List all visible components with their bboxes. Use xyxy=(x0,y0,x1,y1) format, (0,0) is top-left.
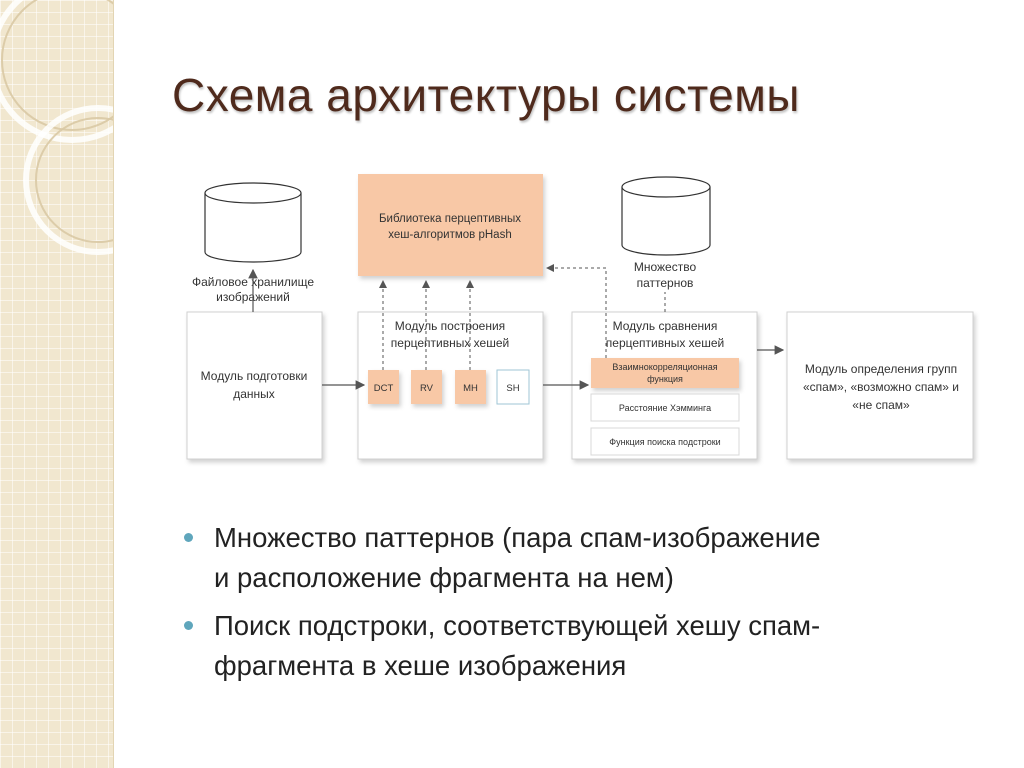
algo-label-dct: DCT xyxy=(374,383,394,394)
decorative-circles xyxy=(0,0,113,255)
cross-corr-label-line1: Взаимнокорреляционная xyxy=(612,362,717,372)
bullet-item: Поиск подстроки, соответствующей хешу сп… xyxy=(182,606,982,686)
substring-label: Функция поиска подстроки xyxy=(609,437,720,447)
hash-module-label-line1: Модуль построения xyxy=(395,319,505,333)
bullet-list: Множество паттернов (пара спам-изображен… xyxy=(182,518,982,694)
bullet-2-line2: фрагмента в хеше изображения xyxy=(214,650,627,681)
substring-search-box xyxy=(590,427,740,456)
patterns-label-line1: Множество xyxy=(634,260,697,274)
hamming-distance-box xyxy=(590,393,740,422)
compare-label-line1: Модуль сравнения xyxy=(613,319,718,333)
algo-label-mh: MH xyxy=(463,383,478,394)
library-label-line2: хеш-алгоритмов pHash xyxy=(388,229,511,241)
algo-label-sh: SH xyxy=(506,383,519,394)
decorative-side-strip xyxy=(0,0,114,768)
groups-label-line1: Модуль определения групп xyxy=(805,362,957,376)
phash-library-box xyxy=(358,174,543,276)
compare-label-line2: перцептивных хешей xyxy=(606,336,724,350)
bullet-dot-icon xyxy=(184,621,193,630)
group-detection-module-box xyxy=(786,311,974,460)
storage-database xyxy=(204,182,302,263)
cross-corr-label-line2: функция xyxy=(647,374,683,384)
algo-box-mh xyxy=(455,370,486,404)
library-label-line1: Библиотека перцептивных xyxy=(379,213,521,225)
bullet-1-line2: и расположение фрагмента на нем) xyxy=(214,562,674,593)
groups-label-line2: «спам», «возможно спам» и xyxy=(803,380,959,394)
bullet-2-line1: Поиск подстроки, соответствующей хешу сп… xyxy=(214,610,821,641)
patterns-label-line2: паттернов xyxy=(637,276,694,290)
bullet-1-line1: Множество паттернов (пара спам-изображен… xyxy=(214,522,821,553)
bullet-item: Множество паттернов (пара спам-изображен… xyxy=(182,518,982,598)
bullet-dot-icon xyxy=(184,533,193,542)
cross-correlation-box xyxy=(591,358,739,388)
algo-box-rv xyxy=(411,370,442,404)
data-prep-module-box xyxy=(186,311,323,460)
hash-module-label-line2: перцептивных хешей xyxy=(391,336,509,350)
algo-box-sh xyxy=(496,369,530,405)
dashed-arrow-compare-to-library xyxy=(546,264,607,358)
groups-label-line3: «не спам» xyxy=(852,398,910,412)
hamming-label: Расстояние Хэмминга xyxy=(619,403,711,413)
algo-box-dct xyxy=(368,370,399,404)
algo-label-rv: RV xyxy=(420,383,434,394)
patterns-database xyxy=(621,176,711,256)
prep-label-line2: данных xyxy=(233,387,275,401)
prep-label-line1: Модуль подготовки xyxy=(201,369,308,383)
slide-title: Схема архитектуры системы xyxy=(172,69,800,121)
